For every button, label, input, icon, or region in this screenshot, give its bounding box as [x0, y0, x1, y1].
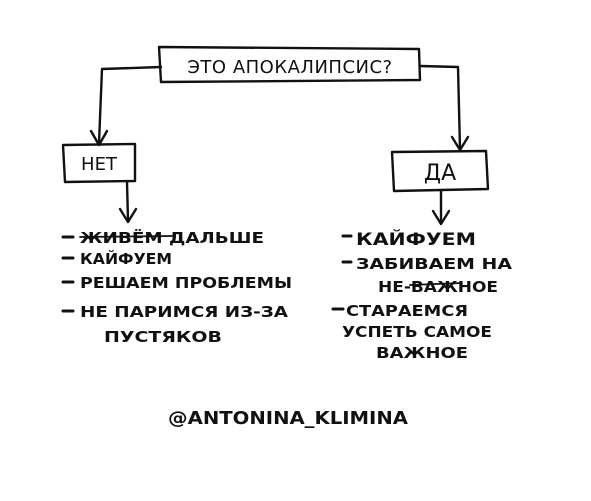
list-item: ВАЖНОЕ	[376, 344, 468, 362]
list-item: УСПЕТЬ САМОЕ	[342, 323, 492, 341]
list-item: КАЙФУЕМ	[356, 228, 476, 250]
yes-arrowhead	[450, 135, 470, 152]
no-connector	[97, 65, 163, 145]
strike-through	[79, 235, 173, 238]
strike-through	[409, 282, 463, 286]
no-list-arrowhead	[118, 207, 138, 224]
author-signature: @ANTONINA_KLIMINA	[168, 408, 408, 429]
list-item: ПУСТЯКОВ	[104, 328, 222, 346]
list-item: КАЙФУЕМ	[80, 249, 172, 268]
yes-connector	[418, 64, 462, 151]
list-item: ЖИВЁМ ДАЛЬШЕ	[80, 228, 264, 247]
list-item: НЕ ПАРИМСЯ ИЗ-ЗА	[80, 303, 288, 321]
yes-list: КАЙФУЕМ ЗАБИВАЕМ НА НЕ-ВАЖНОЕ СТАРАЕМСЯ …	[331, 228, 512, 362]
list-item: РЕШАЕМ ПРОБЛЕМЫ	[80, 274, 292, 292]
yes-list-arrowhead	[431, 209, 451, 226]
no-list: ЖИВЁМ ДАЛЬШЕ КАЙФУЕМ РЕШАЕМ ПРОБЛЕМЫ НЕ …	[61, 228, 292, 346]
question-box	[157, 45, 422, 84]
yes-label: ДА	[424, 161, 456, 186]
no-list-connector	[125, 180, 130, 222]
question-text: ЭТО АПОКАЛИПСИС?	[187, 57, 392, 78]
yes-box	[390, 149, 490, 193]
list-item: ЗАБИВАЕМ НА	[356, 255, 512, 273]
list-item: НЕ-ВАЖНОЕ	[378, 278, 498, 296]
no-box	[61, 142, 137, 184]
no-label: НЕТ	[81, 154, 118, 175]
list-item: СТАРАЕМСЯ	[346, 302, 468, 320]
